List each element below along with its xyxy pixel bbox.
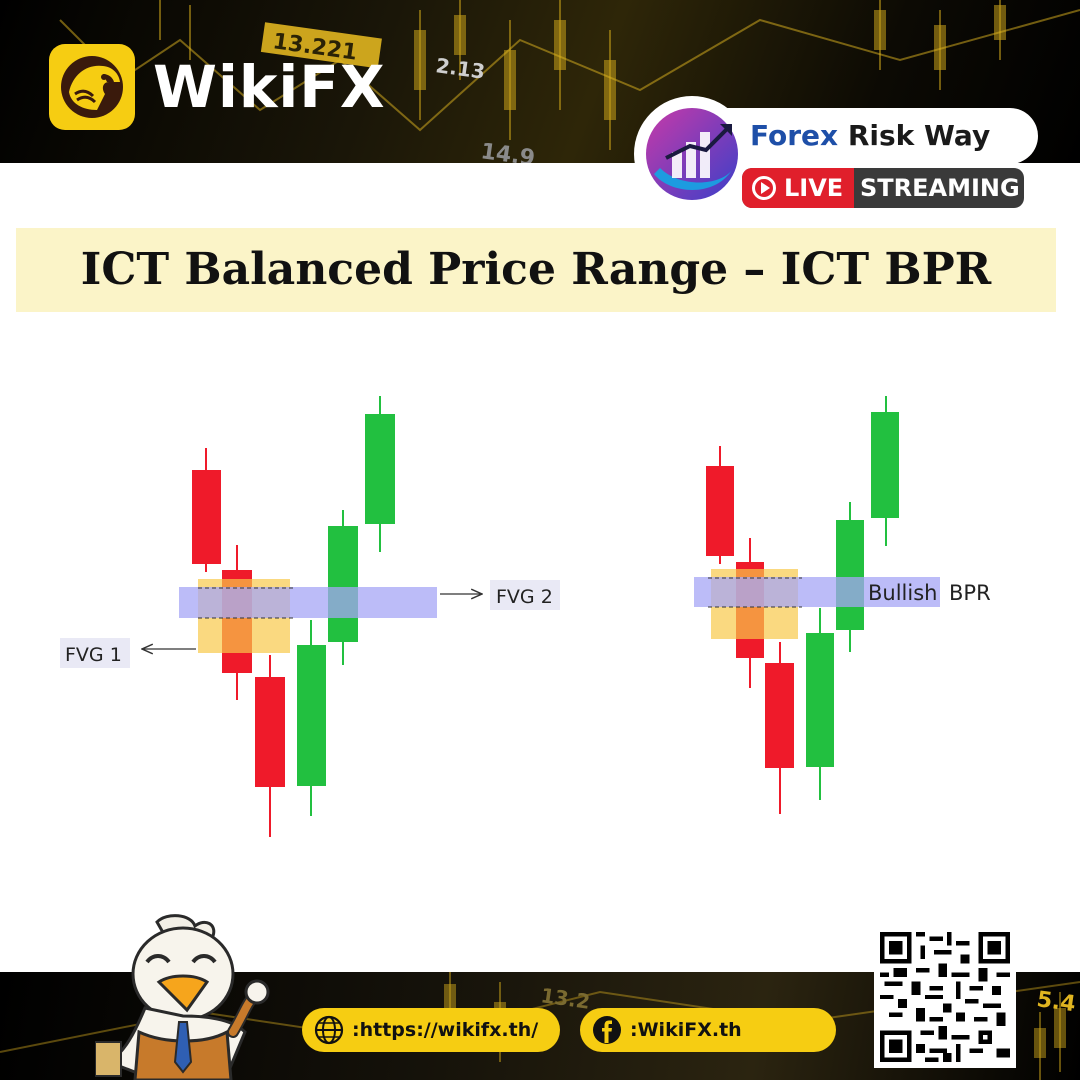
fvg1-label: FVG 1 bbox=[65, 644, 122, 666]
left-candle-3 bbox=[255, 677, 285, 787]
right-candle-6 bbox=[871, 412, 899, 518]
channel-title: Forex Risk Way bbox=[750, 116, 990, 156]
website-link[interactable]: :https://wikifx.th/ bbox=[302, 1008, 560, 1052]
right-bpr-zone bbox=[694, 577, 940, 607]
header-banner: 13.221 2.13 14.9 WikiFX bbox=[0, 0, 1080, 163]
title-banner: ICT Balanced Price Range – ICT BPR bbox=[16, 228, 1056, 312]
ticker-value-2: 2.13 bbox=[434, 53, 486, 84]
left-fvg2-zone bbox=[179, 587, 437, 618]
right-candle-1 bbox=[706, 466, 734, 556]
page-title: ICT Balanced Price Range – ICT BPR bbox=[80, 244, 992, 295]
streaming-label: STREAMING bbox=[860, 174, 1020, 202]
right-candle-5 bbox=[836, 520, 864, 630]
qr-code-pattern bbox=[880, 932, 1010, 1062]
eagle-mascot bbox=[95, 914, 270, 1080]
right-diagram: Bullish BPR bbox=[694, 396, 991, 814]
ticker-value-3: 14.9 bbox=[479, 139, 536, 163]
eagle-logo-icon bbox=[61, 56, 123, 118]
qr-code[interactable] bbox=[874, 926, 1016, 1068]
globe-icon bbox=[314, 1015, 344, 1045]
channel-logo bbox=[634, 96, 750, 212]
chart-logo-icon bbox=[646, 108, 738, 200]
channel-title-rest: Risk Way bbox=[847, 119, 991, 152]
right-candle-4 bbox=[806, 633, 834, 767]
left-candle-4 bbox=[297, 645, 326, 786]
fvg2-label-bg bbox=[490, 580, 560, 610]
play-icon bbox=[752, 176, 776, 200]
left-diagram: FVG 2 FVG 1 bbox=[60, 396, 560, 837]
live-segment: LIVE bbox=[742, 168, 854, 208]
facebook-icon bbox=[593, 1016, 621, 1044]
footer-ticker-2: 5.4 bbox=[1035, 987, 1077, 1017]
fvg1-label-bg bbox=[60, 638, 130, 668]
facebook-handle: :WikiFX.th bbox=[630, 1019, 742, 1041]
header-candles-decoration: 13.221 2.13 14.9 bbox=[59, 0, 1080, 163]
left-candle-6 bbox=[365, 414, 395, 524]
bpr-label: BPR bbox=[949, 581, 991, 605]
bullish-label: Bullish bbox=[868, 581, 937, 605]
right-candle-3 bbox=[765, 663, 794, 768]
left-candle-1 bbox=[192, 470, 221, 564]
live-streaming-badge: LIVE STREAMING bbox=[742, 168, 1024, 208]
wikifx-logo bbox=[49, 44, 135, 130]
left-candle-5 bbox=[328, 526, 358, 642]
website-url: :https://wikifx.th/ bbox=[352, 1019, 539, 1041]
bpr-diagrams: FVG 2 FVG 1 Bullish BPR bbox=[60, 396, 991, 837]
facebook-link[interactable]: :WikiFX.th bbox=[580, 1008, 836, 1052]
brand-name: WikiFX bbox=[153, 53, 386, 121]
channel-title-forex: Forex bbox=[750, 119, 839, 152]
live-label: LIVE bbox=[784, 174, 844, 202]
fvg2-label: FVG 2 bbox=[496, 586, 553, 608]
channel-badge bbox=[700, 108, 1038, 164]
